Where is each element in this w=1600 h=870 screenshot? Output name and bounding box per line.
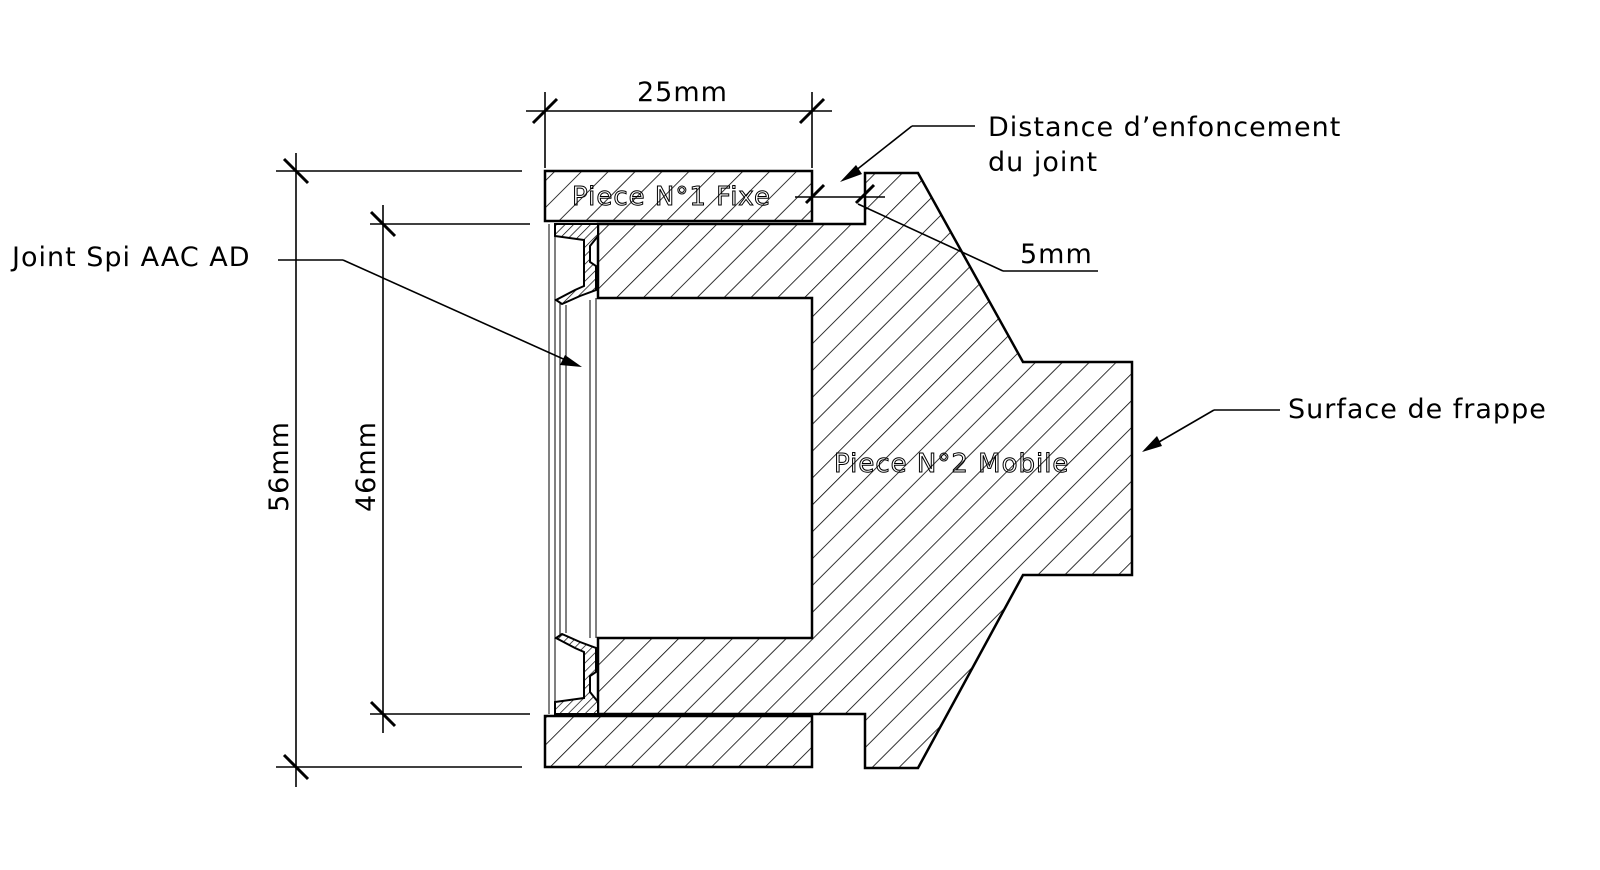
piece-2-mobile [596, 171, 1134, 770]
inner-bore [600, 300, 810, 636]
label-dim-depth: 5mm [1020, 239, 1093, 270]
distance-leader [840, 125, 975, 182]
joint-spi-seal [548, 223, 599, 715]
label-surface: Surface de frappe [1288, 394, 1547, 425]
label-distance-line1: Distance d’enfoncement [988, 112, 1341, 143]
label-piece2: Piece N°2 Mobile [834, 449, 1069, 479]
label-piece1: Piece N°1 Fixe [572, 182, 771, 212]
dimension-5mm [795, 183, 1098, 272]
surface-leader [1142, 409, 1280, 452]
label-dim-inner: 46mm [351, 421, 382, 512]
piece-1-fixe-bottom [543, 714, 814, 769]
joint-leader [278, 259, 582, 367]
label-distance-line2: du joint [988, 147, 1098, 178]
dimension-56mm [276, 153, 522, 787]
label-dim-width: 25mm [637, 77, 728, 108]
dimension-46mm [369, 205, 530, 733]
label-dim-outer: 56mm [264, 421, 295, 512]
label-joint: Joint Spi AAC AD [10, 242, 251, 273]
dimension-25mm [526, 92, 832, 168]
